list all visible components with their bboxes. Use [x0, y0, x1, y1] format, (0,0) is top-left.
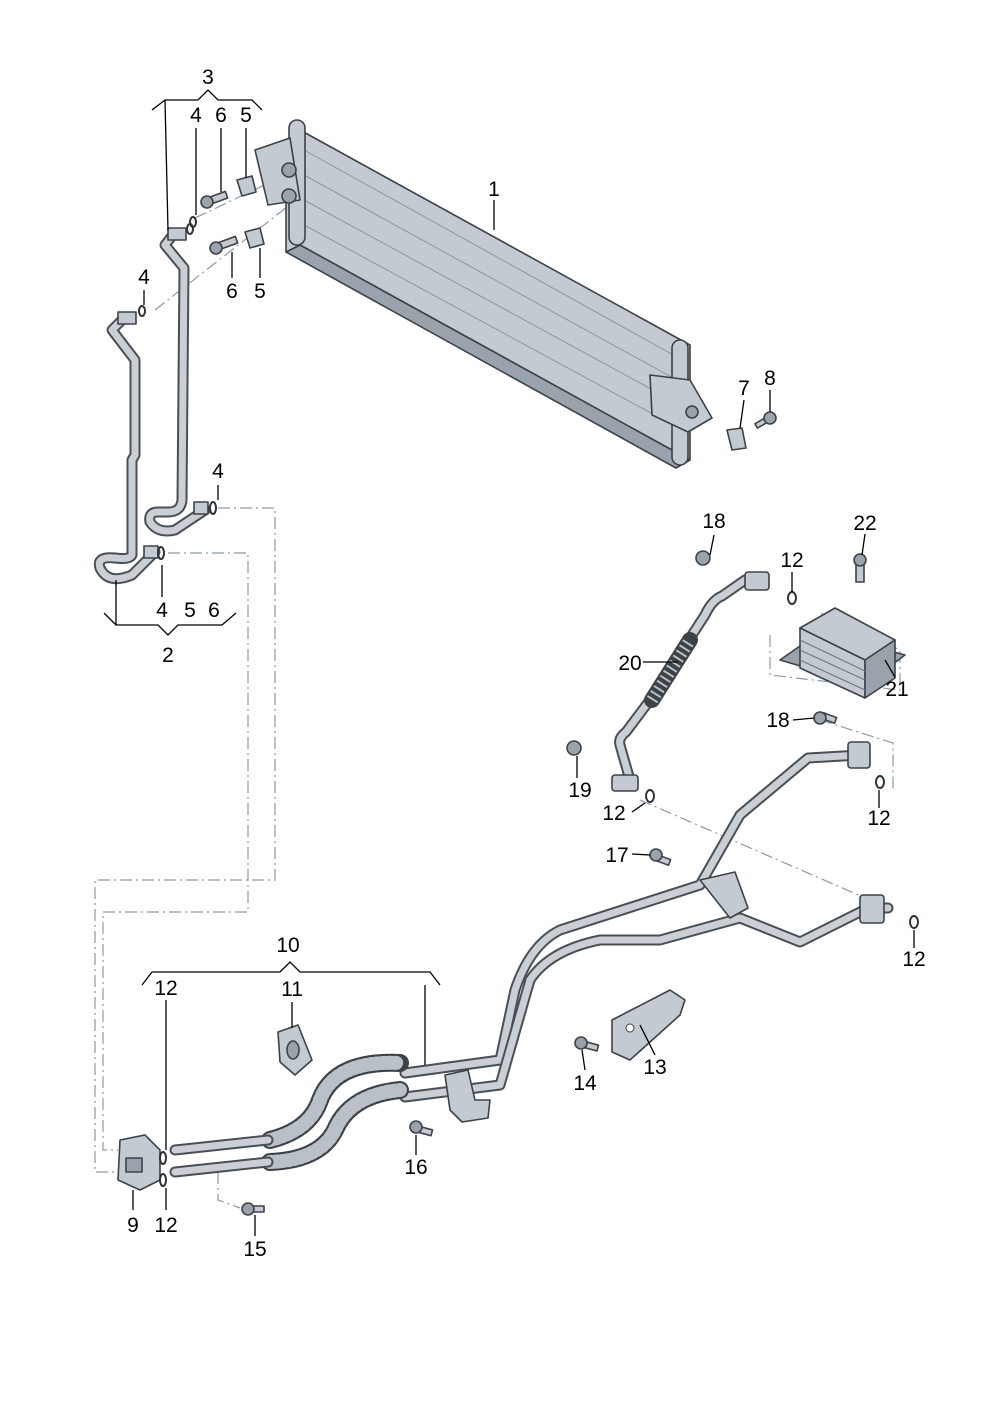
callout-12-left-top: 12: [154, 977, 177, 1000]
callout-14: 14: [573, 1072, 597, 1095]
upper-bolts-clips: [189, 175, 265, 255]
callout-labels: 1 2 3 4 6 5 4 6 5 4 4 5 6 7 8 9 10 11 12…: [127, 66, 926, 1261]
callout-4-lower: 4: [156, 599, 168, 622]
clamp-11: [277, 1024, 313, 1076]
callout-12-left-bottom: 12: [154, 1214, 177, 1237]
callout-21: 21: [885, 678, 908, 701]
callout-6-lower: 6: [208, 599, 220, 622]
bolts-15-16: [241, 1120, 434, 1216]
callout-7: 7: [738, 377, 750, 400]
oil-cooler-21: [779, 553, 906, 699]
clip-and-bolt-7-8: [726, 411, 777, 451]
callout-12-right-upper: 12: [867, 807, 890, 830]
callout-11: 11: [281, 978, 303, 1001]
bracket-13: [574, 989, 686, 1061]
callout-10: 10: [276, 934, 299, 957]
callout-20: 20: [618, 652, 641, 675]
callout-1: 1: [488, 178, 500, 201]
callout-8: 8: [764, 367, 776, 390]
callout-15: 15: [243, 1238, 266, 1261]
callout-19: 19: [568, 779, 591, 802]
callout-5-lower: 5: [184, 599, 196, 622]
cooler-radiator: [254, 119, 713, 469]
callout-2: 2: [162, 644, 174, 667]
upper-coolant-tube: [144, 223, 217, 537]
callout-4-right: 4: [212, 460, 224, 483]
callout-16: 16: [404, 1156, 427, 1179]
callout-18-lower: 18: [766, 709, 789, 732]
oil-hose-20: [566, 550, 797, 803]
callout-5-upper: 5: [240, 104, 252, 127]
callout-18-upper: 18: [702, 510, 725, 533]
callout-4-upper: 4: [190, 104, 202, 127]
callout-13: 13: [643, 1056, 666, 1079]
callout-6-mid: 6: [226, 280, 238, 303]
callout-6-upper: 6: [215, 104, 227, 127]
callout-22: 22: [853, 512, 876, 535]
callout-12-upper-hose: 12: [780, 549, 803, 572]
callout-3: 3: [202, 66, 214, 89]
lower-coolant-tube: [93, 305, 165, 585]
callout-9: 9: [127, 1214, 139, 1237]
pipe-assembly-10: [169, 711, 919, 1178]
connector-9: [117, 1134, 167, 1191]
callout-12-lower-hose: 12: [602, 802, 625, 825]
callout-4-left: 4: [138, 266, 150, 289]
callout-5-mid: 5: [254, 280, 266, 303]
callout-12-right-lower: 12: [902, 948, 925, 971]
leader-lines: [103, 89, 915, 1236]
callout-17: 17: [605, 844, 628, 867]
